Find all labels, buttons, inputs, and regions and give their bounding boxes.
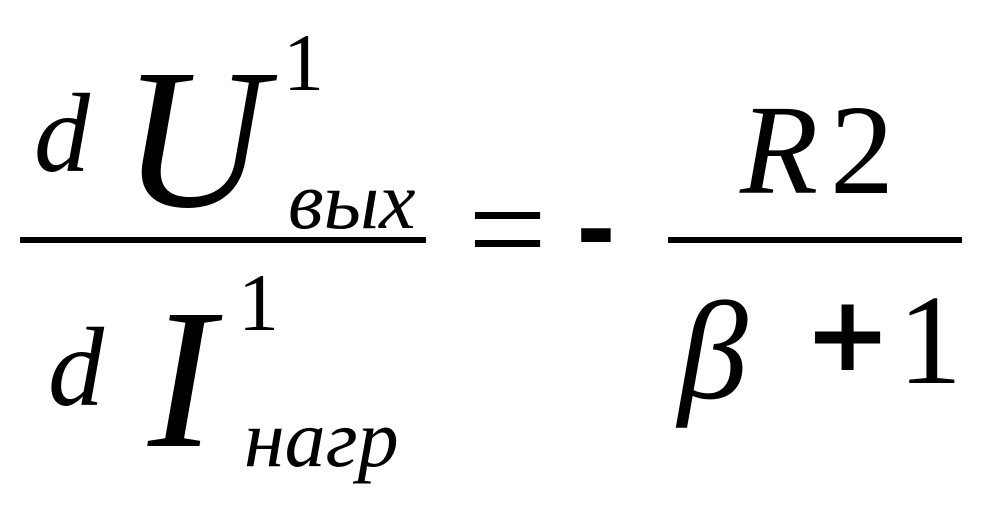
lhs-denominator-variable-i: I	[148, 269, 215, 490]
equals-sign: =	[468, 152, 547, 307]
lhs-denominator-subscript: нагр	[244, 393, 399, 484]
rhs-denominator-one: 1	[898, 269, 962, 411]
lhs-fraction-bar	[20, 237, 426, 243]
lhs-numerator-subscript: вых	[288, 155, 416, 246]
rhs-numerator-r: R	[740, 79, 819, 221]
rhs-numerator-two: 2	[830, 79, 894, 221]
lhs-numerator-variable-u: U	[122, 29, 267, 250]
rhs-denominator-plus: +	[804, 273, 892, 395]
lhs-denominator-d: d	[48, 306, 104, 430]
lhs-numerator-superscript: 1	[283, 17, 324, 108]
lhs-denominator-superscript: 1	[238, 257, 279, 348]
minus-sign: -	[576, 174, 616, 286]
rhs-denominator-beta: β	[678, 274, 748, 429]
lhs-numerator-d: d	[34, 72, 90, 196]
rhs-fraction-bar	[668, 237, 962, 243]
